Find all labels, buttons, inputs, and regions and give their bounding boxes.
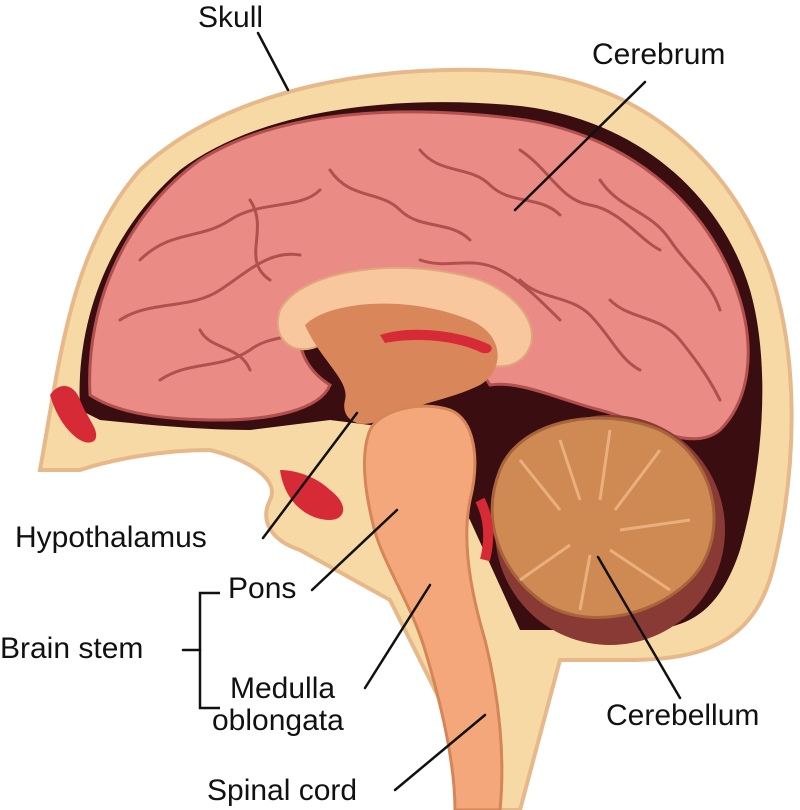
sphenoid-sinus: [280, 470, 344, 520]
thalamic-vessel: [380, 329, 492, 354]
label-brain-stem: Brain stem: [0, 632, 144, 665]
leader-hypothalamus: [261, 411, 359, 540]
label-skull: Skull: [198, 1, 264, 34]
cerebrum-gyri: [118, 148, 722, 402]
leader-pons: [310, 508, 399, 592]
brain-stem-bracket: [198, 591, 220, 710]
leader-cerebellum: [596, 555, 682, 700]
label-cerebellum: Cerebellum: [606, 699, 760, 732]
cerebellum-folia: [518, 429, 691, 611]
leader-spinal-cord: [393, 713, 487, 792]
leader-lines: [181, 31, 682, 792]
leader-skull: [256, 31, 290, 92]
label-hypothalamus: Hypothalamus: [15, 521, 207, 554]
leader-medulla: [363, 583, 432, 690]
label-medulla-line1: Medulla: [230, 672, 336, 705]
basilar-vessel: [475, 497, 494, 562]
label-spinal-cord: Spinal cord: [207, 774, 358, 807]
cerebellum-core: [490, 416, 716, 619]
leader-cerebrum: [513, 80, 647, 212]
frontal-sinus: [50, 385, 97, 443]
brainstem: [362, 404, 504, 810]
label-cerebrum: Cerebrum: [592, 38, 726, 71]
label-medulla-line2: oblongata: [212, 704, 344, 737]
label-pons: Pons: [228, 572, 297, 605]
